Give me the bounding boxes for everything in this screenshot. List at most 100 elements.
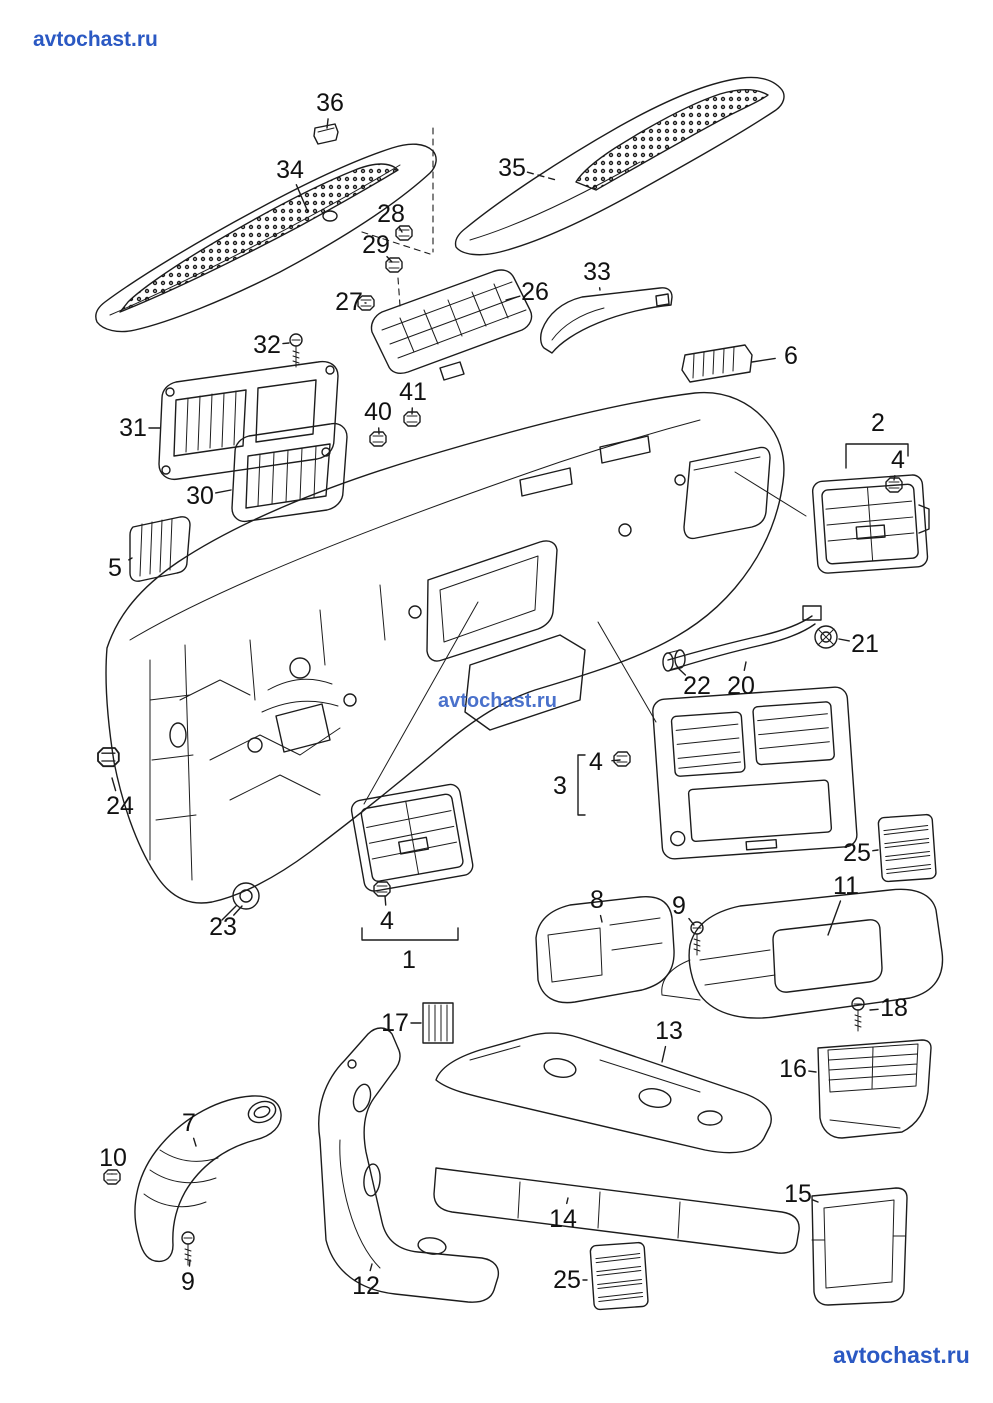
part-26-air-intake-grille xyxy=(370,269,533,381)
callout-label-20: 20 xyxy=(727,672,755,700)
site-logo-link[interactable]: avtochast.ru xyxy=(33,28,158,51)
callout-label-23: 23 xyxy=(209,913,237,941)
callout-label-35: 35 xyxy=(498,154,526,182)
callout-line xyxy=(111,777,117,792)
part-35-cowl-grille-right xyxy=(454,76,785,256)
callout-label-13: 13 xyxy=(655,1017,683,1045)
part-32-screw xyxy=(289,333,303,368)
callout-line xyxy=(566,1197,569,1205)
callout-line xyxy=(128,557,133,561)
part-13-floor-duct xyxy=(435,1032,772,1154)
callout-label-32: 32 xyxy=(253,331,281,359)
callout-line xyxy=(599,914,603,923)
callout-line xyxy=(661,1045,667,1063)
part-10-clip xyxy=(103,1169,121,1185)
callout-line xyxy=(827,900,842,936)
callout-line xyxy=(751,357,776,363)
part-6-vent-grille xyxy=(681,344,753,383)
callout-line xyxy=(611,759,621,762)
callout-line xyxy=(872,849,879,852)
part-18-screw xyxy=(851,997,865,1032)
callout-line xyxy=(526,171,557,181)
part-40-clip xyxy=(369,431,387,447)
callout-label-15: 15 xyxy=(784,1180,812,1208)
callout-label-25: 25 xyxy=(843,839,871,867)
callout-line xyxy=(869,1008,879,1011)
part-15-rear-duct xyxy=(811,1187,908,1306)
part-5-side-vent xyxy=(129,516,191,582)
callout-bracket-2 xyxy=(845,443,909,469)
part-36-clip xyxy=(313,123,339,145)
part-22-sleeve xyxy=(662,649,686,672)
construction-lines xyxy=(361,127,434,307)
callout-label-2: 2 xyxy=(871,409,885,437)
part-21-connector xyxy=(814,625,838,649)
site-logo-link-bottom[interactable]: avtochast.ru xyxy=(833,1342,970,1368)
callout-label-27: 27 xyxy=(335,288,363,316)
callout-line xyxy=(192,1137,197,1147)
callout-label-29: 29 xyxy=(362,231,390,259)
callout-label-10: 10 xyxy=(99,1144,127,1172)
callout-label-3: 3 xyxy=(553,772,567,800)
part-9-screw-bottom xyxy=(181,1231,195,1266)
callout-line xyxy=(386,255,393,263)
callout-line xyxy=(384,895,387,906)
callout-label-26: 26 xyxy=(521,278,549,306)
callout-label-30: 30 xyxy=(186,482,214,510)
part-11-air-duct xyxy=(661,888,944,1019)
part-33-trim-cover xyxy=(539,287,673,354)
callout-label-36: 36 xyxy=(316,89,344,117)
callout-label-25: 25 xyxy=(553,1266,581,1294)
callout-label-12: 12 xyxy=(352,1272,380,1300)
callout-line xyxy=(812,1199,819,1203)
callout-label-16: 16 xyxy=(779,1055,807,1083)
callout-label-4: 4 xyxy=(891,446,905,474)
callout-line xyxy=(398,226,403,233)
part-4-clip-mid xyxy=(613,751,631,767)
part-29-clip xyxy=(385,257,403,273)
callout-label-41: 41 xyxy=(399,378,427,406)
callout-line xyxy=(295,184,309,213)
part-25-vent-grille-bottom xyxy=(589,1241,650,1311)
callout-label-9: 9 xyxy=(181,1268,195,1296)
part-34-cowl-grille-left xyxy=(95,143,437,333)
callout-label-18: 18 xyxy=(880,994,908,1022)
part-31-vent-frame xyxy=(158,360,339,481)
callout-line xyxy=(505,295,521,301)
part-16-rear-console-vent xyxy=(817,1039,932,1139)
callout-label-17: 17 xyxy=(381,1009,409,1037)
callout-label-4: 4 xyxy=(380,907,394,935)
callout-line xyxy=(215,489,232,494)
callout-line xyxy=(282,342,290,345)
callout-label-14: 14 xyxy=(549,1205,577,1233)
part-3-trim-panel xyxy=(652,686,858,860)
callout-label-1: 1 xyxy=(402,946,416,974)
part-25-vent-grille-right xyxy=(877,813,938,883)
callout-label-4: 4 xyxy=(589,748,603,776)
instrument-panel xyxy=(105,391,807,904)
part-24-clip xyxy=(97,747,120,768)
callout-label-34: 34 xyxy=(276,156,304,184)
callout-label-9: 9 xyxy=(672,892,686,920)
callout-label-5: 5 xyxy=(108,554,122,582)
callout-label-33: 33 xyxy=(583,258,611,286)
callout-line xyxy=(893,474,896,481)
part-14-floor-duct-long xyxy=(433,1167,800,1254)
part-30-vent-frame xyxy=(231,422,348,523)
callout-line xyxy=(233,905,243,916)
part-7-front-duct xyxy=(134,1095,282,1263)
callout-label-24: 24 xyxy=(106,792,134,820)
part-17-bellows xyxy=(422,1002,454,1044)
callout-label-7: 7 xyxy=(182,1109,196,1137)
callout-bracket-1 xyxy=(361,927,459,941)
callout-line xyxy=(369,1263,373,1272)
callout-label-21: 21 xyxy=(851,630,879,658)
center-watermark: avtochast.ru xyxy=(438,690,557,712)
callout-label-11: 11 xyxy=(833,872,859,900)
part-20-wiring-harness xyxy=(667,605,822,671)
callout-label-8: 8 xyxy=(590,886,604,914)
callout-label-6: 6 xyxy=(784,342,798,370)
